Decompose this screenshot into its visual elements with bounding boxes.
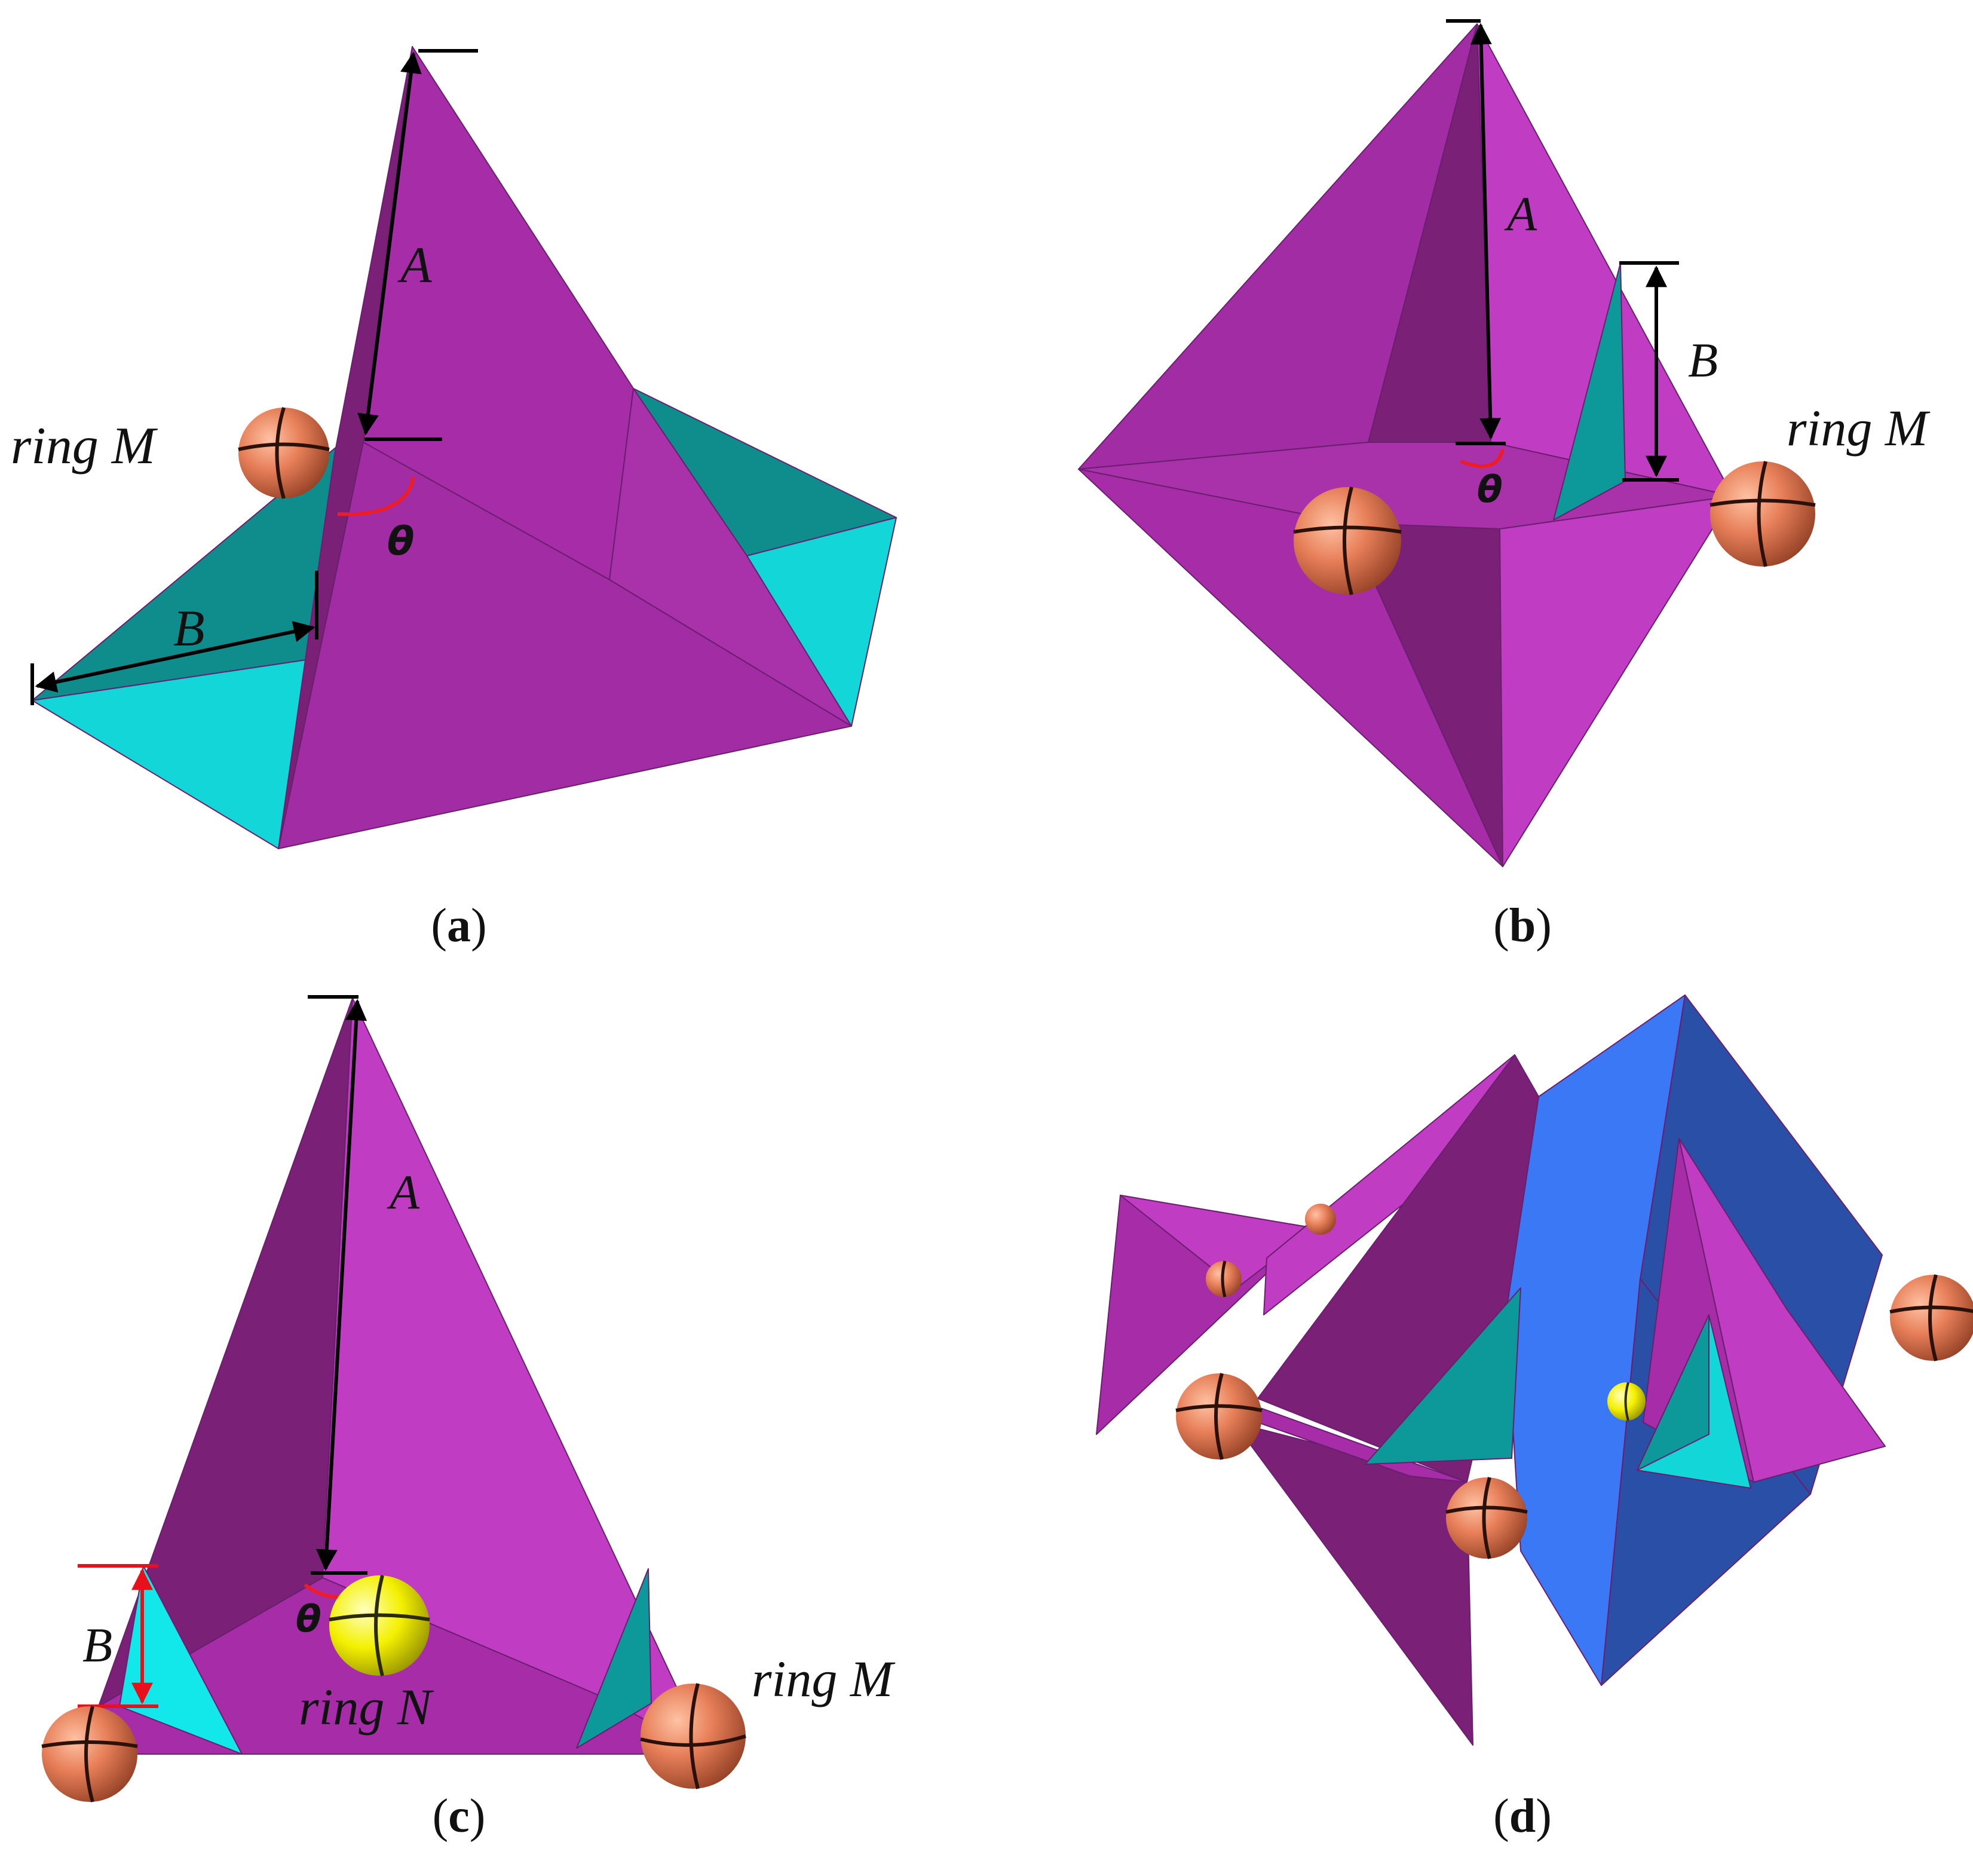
panel-b-label-ring-M: ring M <box>1787 399 1931 457</box>
panel-c-caption: (c) <box>433 1790 486 1843</box>
panel-b-label-B: B <box>1688 333 1718 387</box>
panel-d: (d) <box>1096 994 1973 1843</box>
panel-a-ring-M-ball <box>238 407 330 499</box>
panel-b-polyhedron <box>1078 23 1733 867</box>
panel-c: A B θ ring N ring M (c) <box>41 995 896 1843</box>
panel-a-label-A: A <box>397 236 432 293</box>
panel-c-ring-M-ball <box>640 1683 746 1789</box>
panel-b-ring-M-ball <box>1709 461 1816 567</box>
panel-b-dim-A-arrow <box>1470 23 1502 440</box>
panel-c-label-ring-M: ring M <box>752 1650 896 1707</box>
panel-b-label-theta: θ <box>1477 467 1503 511</box>
panel-c-label-A: A <box>387 1165 420 1219</box>
panel-d-ring-right <box>1889 1274 1973 1361</box>
panel-a-dim-A-arrow <box>357 51 422 436</box>
panel-a-polyhedron <box>32 46 897 849</box>
panel-c-polyhedron <box>98 997 709 1755</box>
panel-b-face-right-lower <box>1499 495 1733 867</box>
panel-b: A B θ ring M (b) <box>1078 19 1931 952</box>
panel-b-theta-arc <box>1460 449 1505 468</box>
panel-b-label-A: A <box>1504 186 1537 241</box>
panel-c-ring-left-ball <box>41 1706 138 1802</box>
panel-c-label-theta: θ <box>296 1597 321 1641</box>
panel-d-assembly <box>1096 994 1886 1746</box>
panel-b-caption: (b) <box>1493 899 1552 952</box>
panel-c-label-B: B <box>82 1618 112 1672</box>
panel-b-face-teal-fin <box>1553 262 1626 521</box>
panel-d-face-teal-left <box>1365 1287 1521 1465</box>
panel-a-caption: (a) <box>431 899 486 952</box>
panel-d-ring-small-1 <box>1305 1204 1336 1235</box>
panel-a-label-theta: θ <box>387 518 414 564</box>
panel-d-face-right-pyramid-b <box>1678 1138 1886 1483</box>
panel-c-face-teal-right <box>576 1568 652 1749</box>
panel-d-caption: (d) <box>1493 1790 1552 1843</box>
panel-a-dim-B-arrow <box>35 621 315 693</box>
panel-d-ring-yellow <box>1607 1382 1646 1421</box>
panel-a: A B θ ring M (a) <box>11 46 897 952</box>
panel-d-ring-middle <box>1445 1477 1528 1559</box>
panel-c-label-ring-N: ring N <box>299 1678 434 1736</box>
panel-d-face-teal-right <box>1637 1314 1709 1471</box>
panel-a-label-ring-M: ring M <box>11 417 158 475</box>
panel-d-ring-left <box>1175 1373 1263 1460</box>
panel-c-dim-A-arrow <box>315 999 367 1571</box>
panel-d-ring-small-2 <box>1206 1260 1242 1297</box>
panel-b-ring-left-ball <box>1293 486 1402 595</box>
panel-c-ring-N-ball <box>329 1575 430 1676</box>
panel-a-label-B: B <box>173 599 205 657</box>
panel-a-theta-arc <box>337 476 415 516</box>
